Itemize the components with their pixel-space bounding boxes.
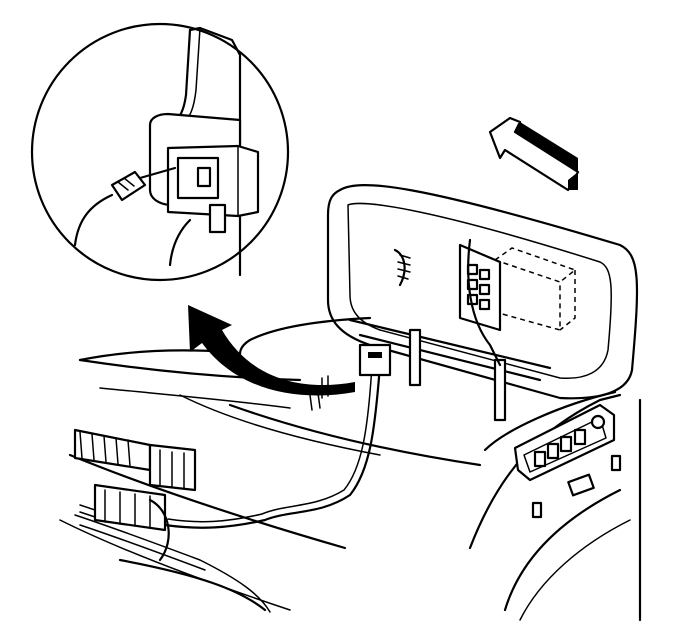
console-switch: [559, 435, 573, 453]
console-knob: [590, 414, 606, 430]
detail-magnifier: [30, 22, 290, 282]
overhead-console: [326, 184, 639, 422]
harness-connectors: [73, 428, 197, 562]
retaining-clip: [493, 358, 507, 422]
console-switch: [546, 442, 560, 460]
arrow-icon: [188, 305, 355, 396]
connector-icon: [110, 170, 147, 202]
retaining-clip: [408, 328, 422, 387]
console-switch: [573, 428, 587, 446]
dashboard-outline: [59, 349, 482, 611]
console-switch: [531, 501, 543, 519]
center-console: [468, 390, 642, 622]
connector-icon: [358, 343, 392, 377]
console-vent: [567, 473, 595, 497]
console-switch: [533, 450, 547, 468]
arrow-icon: [488, 116, 580, 192]
console-switch: [610, 454, 622, 472]
